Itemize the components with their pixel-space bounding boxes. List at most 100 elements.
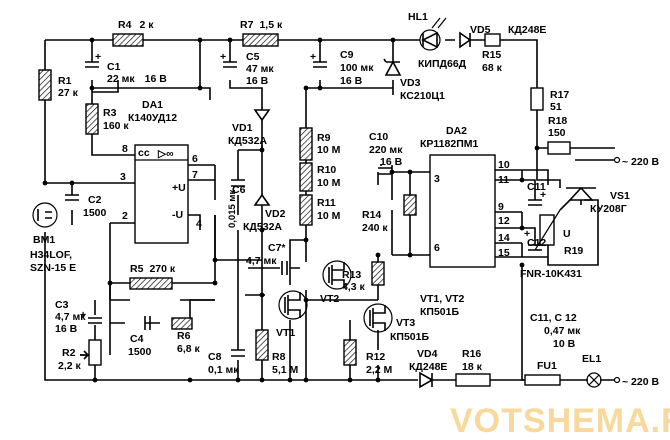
svg-text:11: 11 bbox=[498, 174, 509, 186]
svg-text:C9: C9 bbox=[340, 49, 354, 61]
svg-text:6: 6 bbox=[434, 242, 440, 254]
svg-text:R16: R16 bbox=[462, 348, 481, 360]
svg-text:+U: +U bbox=[172, 182, 186, 194]
svg-text:H34LOF,: H34LOF, bbox=[30, 249, 72, 261]
svg-text:27 к: 27 к bbox=[58, 87, 79, 99]
svg-text:3: 3 bbox=[434, 173, 440, 185]
svg-text:1500: 1500 bbox=[83, 207, 107, 219]
svg-text:2,2 М: 2,2 М bbox=[366, 364, 393, 376]
svg-text:220 мк: 220 мк bbox=[369, 144, 403, 156]
svg-text:R2: R2 bbox=[62, 347, 76, 359]
svg-text:16 В: 16 В bbox=[246, 75, 269, 87]
svg-text:U: U bbox=[563, 228, 571, 240]
svg-text:КП501Б: КП501Б bbox=[390, 331, 429, 343]
svg-text:C6: C6 bbox=[232, 184, 246, 196]
capacitor-c11: + C11 bbox=[527, 181, 546, 206]
svg-text:10 М: 10 М bbox=[317, 144, 341, 156]
svg-text:R19: R19 bbox=[564, 245, 583, 257]
svg-text:16 В: 16 В bbox=[380, 156, 403, 168]
svg-text:КС210Ц1: КС210Ц1 bbox=[400, 90, 445, 102]
potentiometer-r2: R2 2,2 к bbox=[58, 339, 102, 372]
resistor-r12: R12 2,2 М bbox=[343, 339, 393, 376]
resistor-r8: R8 5,1 М bbox=[255, 329, 299, 376]
microphone-bm1: BM1 H34LOF, SZN-15 E bbox=[30, 202, 76, 274]
svg-text:10 М: 10 М bbox=[317, 177, 341, 189]
svg-text:КУ208Г: КУ208Г bbox=[590, 203, 627, 215]
capacitor-c6: C6 0,015 мк bbox=[227, 179, 246, 228]
resistor-r1: R1 27 к bbox=[38, 69, 79, 101]
resistor-r6: R6 6,8 к bbox=[171, 317, 201, 355]
mosfet-vt3: VT3 КП501Б bbox=[363, 303, 429, 343]
svg-text:+: + bbox=[540, 189, 546, 201]
fuse-fu1: FU1 bbox=[524, 360, 561, 386]
svg-text:VD5: VD5 bbox=[470, 24, 491, 36]
svg-text:4: 4 bbox=[196, 218, 202, 230]
svg-text:VT1: VT1 bbox=[276, 327, 295, 339]
svg-text:4,7 мк: 4,7 мк bbox=[246, 255, 277, 267]
diode-vd5: VD5 КД248Е bbox=[459, 24, 546, 49]
thyristor-vs1: VS1 КУ208Г bbox=[559, 186, 630, 215]
svg-text:C1: C1 bbox=[107, 61, 121, 73]
resistor-r18: R18 150 bbox=[547, 115, 571, 155]
svg-text:R1: R1 bbox=[58, 75, 72, 87]
svg-text:КП501Б: КП501Б bbox=[420, 306, 459, 318]
svg-text:2: 2 bbox=[122, 210, 128, 222]
svg-text:C11, C 12: C11, C 12 bbox=[530, 312, 577, 324]
svg-text:BM1: BM1 bbox=[33, 234, 55, 246]
svg-text:VD1: VD1 bbox=[232, 122, 253, 134]
capacitor-c5: + C5 47 мк 16 В bbox=[220, 51, 274, 87]
svg-text:C10: C10 bbox=[369, 131, 388, 143]
svg-text:R13: R13 bbox=[342, 269, 361, 281]
resistor-r3: R3 160 к bbox=[85, 103, 129, 135]
svg-text:HL1: HL1 bbox=[408, 11, 428, 23]
svg-text:15: 15 bbox=[498, 247, 510, 259]
capacitor-c12: + C12 bbox=[524, 228, 546, 251]
svg-text:▷∞: ▷∞ bbox=[157, 148, 174, 160]
led-hl1: HL1 КИПД66Д bbox=[408, 11, 467, 70]
svg-text:+: + bbox=[524, 228, 530, 240]
diode-vd1: VD1 КД532А bbox=[228, 109, 271, 147]
svg-text:3: 3 bbox=[120, 171, 126, 183]
svg-text:8: 8 bbox=[122, 143, 128, 155]
resistor-r15: R15 68 к bbox=[482, 33, 503, 74]
svg-text:R8: R8 bbox=[272, 351, 286, 363]
varistor-r19: U R19 FNR-10K431 bbox=[520, 209, 583, 280]
resistor-r17: R17 51 bbox=[530, 87, 569, 113]
resistor-r16: R16 18 к bbox=[455, 348, 491, 387]
capacitor-c4: C4 1500 bbox=[128, 316, 152, 358]
svg-text:VD2: VD2 bbox=[265, 208, 286, 220]
capacitor-c8: C8 0,1 мк bbox=[208, 349, 245, 376]
svg-text:0,1 мк: 0,1 мк bbox=[208, 364, 239, 376]
capacitor-c10: C10 220 мк 16 В bbox=[369, 131, 403, 175]
svg-text:VT1, VT2: VT1, VT2 bbox=[420, 293, 465, 305]
opamp-da1: cc ▷∞ +U -U 8 6 7 3 2 4 DA1 К140УД12 bbox=[120, 99, 202, 244]
svg-text:7: 7 bbox=[192, 169, 198, 181]
capacitor-c2: C2 1500 bbox=[65, 194, 107, 219]
svg-text:6: 6 bbox=[192, 153, 198, 165]
svg-text:КД248Е: КД248Е bbox=[409, 361, 447, 373]
capacitor-c9: + C9 100 мк 16 В bbox=[310, 49, 374, 87]
svg-text:VD4: VD4 bbox=[417, 348, 438, 360]
svg-text:+: + bbox=[220, 51, 226, 63]
resistor-r14: R14 240 к bbox=[362, 194, 417, 234]
svg-text:R14: R14 bbox=[362, 209, 381, 221]
zener-vd3: VD3 КС210Ц1 bbox=[383, 58, 445, 102]
svg-text:R3: R3 bbox=[103, 107, 117, 119]
svg-text:R6: R6 bbox=[177, 330, 191, 342]
svg-text:C2: C2 bbox=[88, 194, 102, 206]
capacitor-c3: + C3 4,7 мк 16 В bbox=[55, 299, 102, 335]
svg-text:C8: C8 bbox=[208, 351, 222, 363]
svg-text:2,2 к: 2,2 к bbox=[58, 360, 82, 372]
svg-text:R18: R18 bbox=[548, 115, 567, 127]
resistor-r10: R10 10 М bbox=[299, 162, 341, 192]
svg-text:240 к: 240 к bbox=[362, 222, 388, 234]
resistor-r9: R9 10 М bbox=[299, 127, 341, 161]
svg-text:КР1182ПМ1: КР1182ПМ1 bbox=[420, 138, 478, 150]
svg-text:R15: R15 bbox=[482, 49, 501, 61]
svg-text:47 мк: 47 мк bbox=[246, 63, 274, 75]
svg-text:cc: cc bbox=[138, 147, 150, 159]
svg-text:16 В: 16 В bbox=[55, 323, 78, 335]
